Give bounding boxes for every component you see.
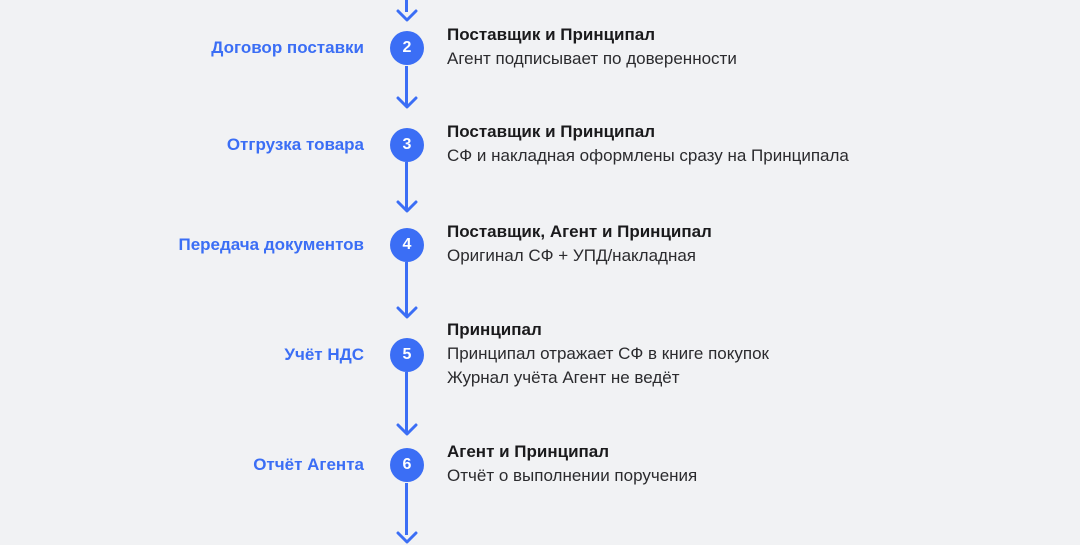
step-detail-5-2: Журнал учёта Агент не ведёт: [447, 368, 680, 387]
connector-line-5-to-6: [405, 372, 408, 432]
connector-line-1-to-2: [405, 0, 408, 12]
step-detail-4-1: Оригинал СФ + УПД/накладная: [447, 246, 696, 265]
connector-line-4-to-5: [405, 262, 408, 315]
step-badge-5[interactable]: 5: [390, 338, 424, 372]
step-badge-6[interactable]: 6: [390, 448, 424, 482]
step-title-4: Поставщик, Агент и Принципал: [447, 222, 712, 241]
step-body-6: Агент и Принципал Отчёт о выполнении пор…: [447, 440, 1047, 488]
step-label-2: Договор поставки: [211, 38, 364, 57]
step-detail-2-1: Агент подписывает по доверенности: [447, 49, 737, 68]
arrowhead-4-to-5: [396, 306, 418, 320]
arrowhead-5-to-6: [396, 423, 418, 437]
step-detail-3-1: СФ и накладная оформлены сразу на Принци…: [447, 146, 849, 165]
arrowhead-2-to-3: [396, 96, 418, 110]
step-body-5: Принципал Принципал отражает СФ в книге …: [447, 318, 1047, 390]
step-label-5: Учёт НДС: [284, 345, 364, 364]
step-label-4: Передача документов: [178, 235, 364, 254]
step-detail-6-1: Отчёт о выполнении поручения: [447, 466, 698, 485]
step-title-6: Агент и Принципал: [447, 442, 610, 461]
step-title-2: Поставщик и Принципал: [447, 25, 656, 44]
step-label-6: Отчёт Агента: [253, 455, 364, 474]
step-body-2: Поставщик и Принципал Агент подписывает …: [447, 23, 1047, 71]
step-badge-4[interactable]: 4: [390, 228, 424, 262]
step-body-3: Поставщик и Принципал СФ и накладная офо…: [447, 120, 1047, 168]
connector-line-3-to-4: [405, 162, 408, 209]
arrowhead-6-to-7: [396, 531, 418, 545]
step-badge-3[interactable]: 3: [390, 128, 424, 162]
connector-line-2-to-3: [405, 66, 408, 105]
step-detail-5-1: Принципал отражает СФ в книге покупок: [447, 344, 769, 363]
arrowhead-3-to-4: [396, 200, 418, 214]
step-body-4: Поставщик, Агент и Принципал Оригинал СФ…: [447, 220, 1047, 268]
connector-line-6-to-7: [405, 483, 408, 535]
arrowhead-1-to-2: [396, 9, 418, 23]
step-label-3: Отгрузка товара: [226, 135, 364, 154]
step-title-3: Поставщик и Принципал: [447, 122, 656, 141]
step-title-5: Принципал: [447, 320, 542, 339]
step-badge-2[interactable]: 2: [390, 31, 424, 65]
